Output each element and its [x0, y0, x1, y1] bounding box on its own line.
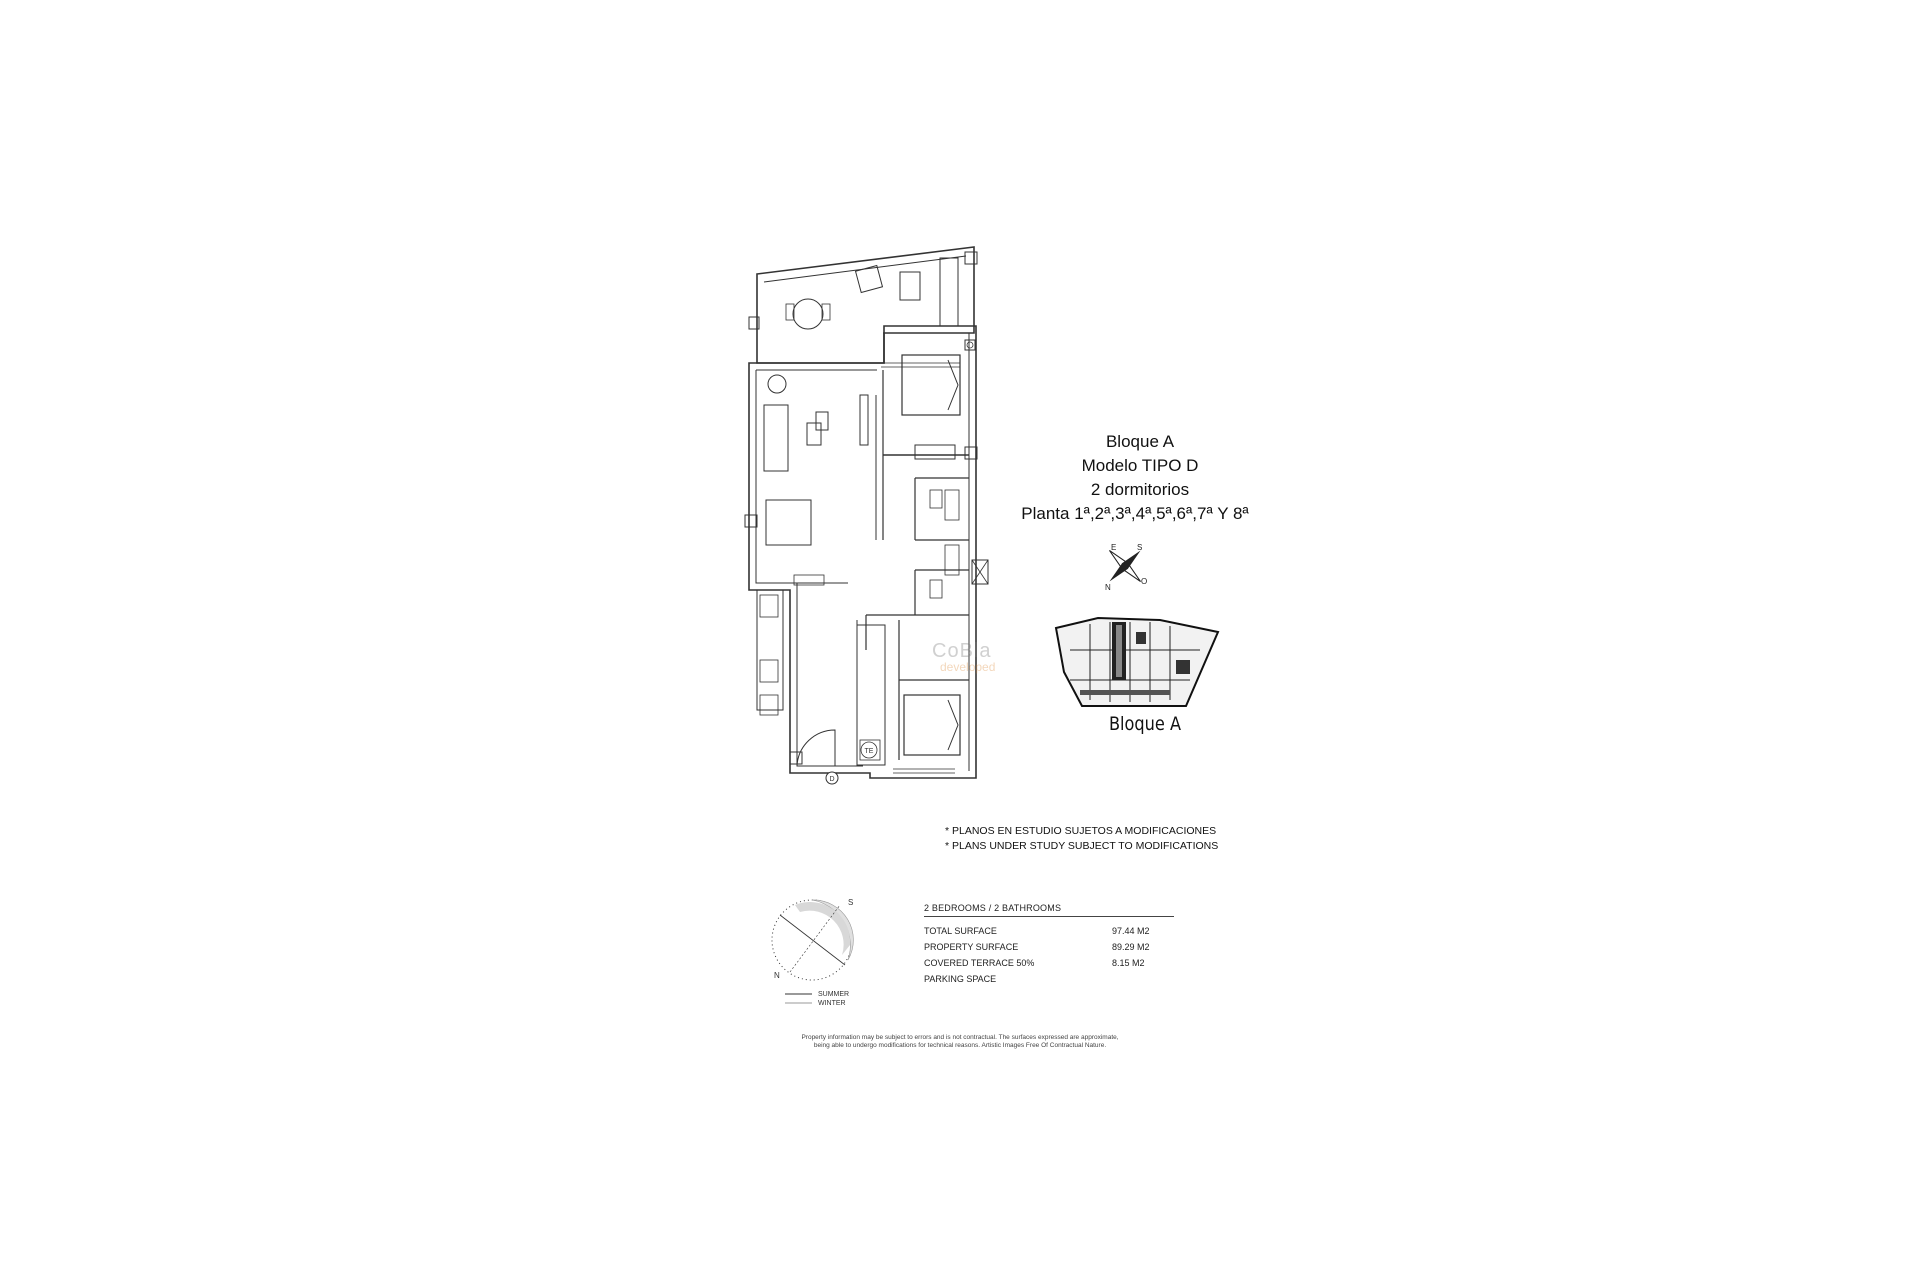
specs-label: PARKING SPACE	[924, 974, 997, 984]
modification-notes: * PLANOS EN ESTUDIO SUJETOS A MODIFICACI…	[945, 824, 1218, 854]
block-key-plan	[1054, 616, 1220, 707]
disclaimer-line-2: being able to undergo modifications for …	[813, 1042, 1107, 1049]
specs-row: PROPERTY SURFACE 89.29 M2	[924, 939, 1174, 955]
specs-label: TOTAL SURFACE	[924, 926, 997, 936]
compass-rose: E S N O	[1105, 543, 1147, 592]
disclaimer-line-1: Property information may be subject to e…	[801, 1034, 1119, 1041]
entrance-label: D	[829, 776, 834, 783]
note-es: * PLANOS EN ESTUDIO SUJETOS A MODIFICACI…	[945, 825, 1217, 837]
specs-value: 8.15 M2	[1112, 958, 1145, 968]
floors-label: Planta 1ª,2ª,3ª,4ª,5ª,6ª,7ª Y 8ª	[1021, 504, 1249, 523]
title-block: Bloque A Modelo TIPO D 2 dormitorios Pla…	[1020, 430, 1260, 526]
specs-value: 97.44 M2	[1112, 926, 1150, 936]
specs-row: COVERED TERRACE 50% 8.15 M2	[924, 955, 1174, 971]
specs-row: PARKING SPACE	[924, 971, 1174, 987]
compass-o: O	[1141, 577, 1147, 586]
watermark-sub: developed	[940, 660, 996, 674]
specs-label: COVERED TERRACE 50%	[924, 958, 1035, 968]
sun-legend: SUMMER WINTER	[818, 990, 849, 1008]
block-key-label: Bloque A	[1108, 713, 1182, 735]
compass-e: E	[1111, 543, 1116, 552]
watermark-brand: CoBla	[932, 640, 992, 662]
disclaimer: Property information may be subject to e…	[760, 1034, 1160, 1050]
specs-heading: 2 BEDROOMS / 2 BATHROOMS	[924, 903, 1174, 917]
specs-table: 2 BEDROOMS / 2 BATHROOMS TOTAL SURFACE 9…	[924, 903, 1174, 987]
sun-path-diagram: S N	[771, 898, 854, 1004]
te-label: TE	[865, 748, 874, 755]
compass-s: S	[1137, 543, 1142, 552]
sun-s-label: S	[848, 898, 853, 907]
legend-winter: WINTER	[818, 1000, 846, 1007]
model-name: Modelo TIPO D	[1081, 456, 1199, 475]
note-en: * PLANS UNDER STUDY SUBJECT TO MODIFICAT…	[945, 840, 1219, 852]
block-name: Bloque A	[1105, 432, 1175, 451]
legend-summer: SUMMER	[818, 991, 850, 998]
entrance-marker	[825, 771, 839, 785]
sun-n-label: N	[774, 971, 780, 980]
bedroom-count: 2 dormitorios	[1090, 480, 1190, 499]
specs-row: TOTAL SURFACE 97.44 M2	[924, 923, 1174, 939]
specs-label: PROPERTY SURFACE	[924, 942, 1019, 952]
compass-n: N	[1105, 583, 1111, 592]
specs-value: 89.29 M2	[1112, 942, 1150, 952]
terrace-outline	[756, 246, 975, 364]
